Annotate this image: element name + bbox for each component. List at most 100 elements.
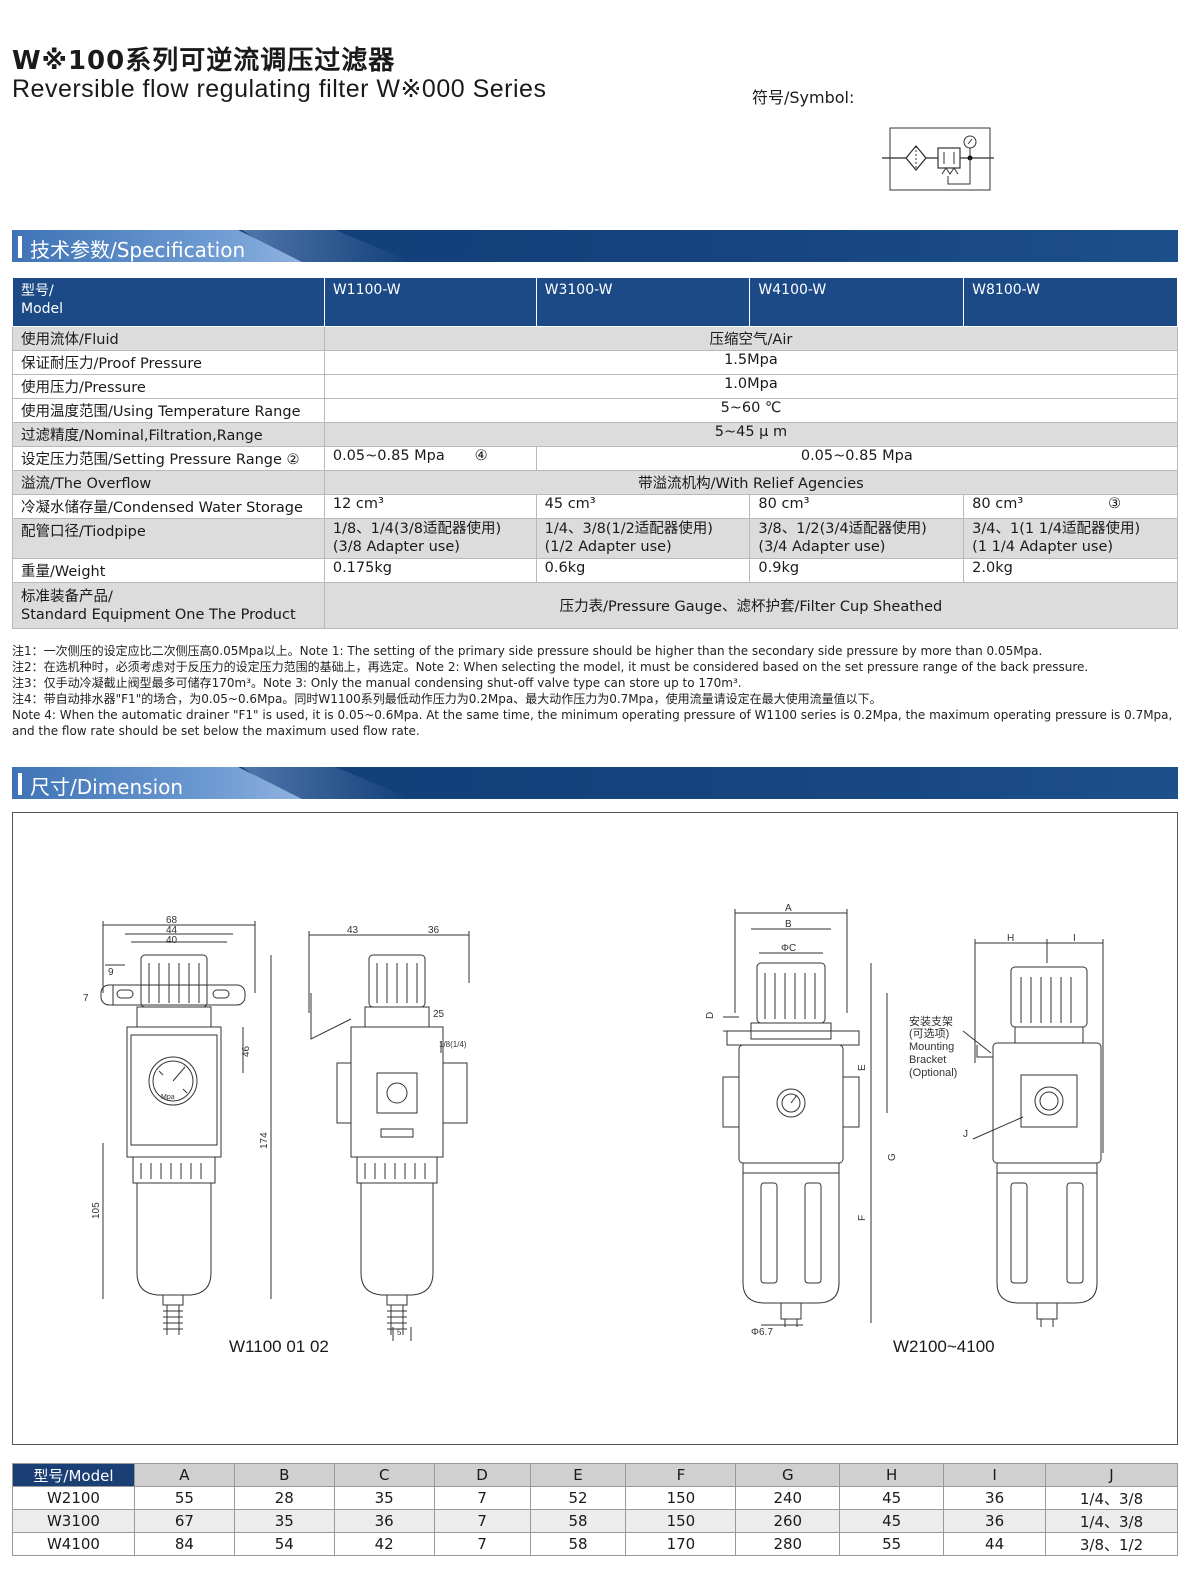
row-label: 使用温度范围/Using Temperature Range (12, 398, 325, 423)
cell: 35 (333, 1486, 435, 1510)
note-1: 注1：一次侧压的设定应比二次侧压高0.05Mpa以上。Note 1: The s… (12, 644, 1043, 658)
cell: W4100 (12, 1532, 135, 1556)
spec-row-weight: 重量/Weight 0.175kg 0.6kg 0.9kg 2.0kg (12, 558, 1178, 583)
cell: 42 (333, 1532, 435, 1556)
model-w3100: W3100-W (535, 277, 751, 327)
cell: 280 (735, 1532, 841, 1556)
water-w4100: 80 cm³ (749, 494, 965, 519)
bracket-label-en-1: Mounting (909, 1041, 954, 1053)
cell: 45 (839, 1486, 945, 1510)
dimension-drawing-frame: 68 44 40 9 7 46 174 105 Mpa (12, 812, 1178, 1445)
cell: 7 (433, 1532, 531, 1556)
title-chinese: W※100系列可逆流调压过滤器 (12, 46, 396, 76)
cell: 28 (233, 1486, 335, 1510)
dimension-section-header: 尺寸/Dimension (12, 767, 1178, 799)
water-w8100-cell: 80 cm³ ③ (963, 494, 1178, 519)
cell: W2100 (12, 1486, 135, 1510)
bracket-label-en-3: (Optional) (909, 1067, 957, 1079)
note-3: 注3：仅手动冷凝截止阀型最多可储存170m³。Note 3: Only the … (12, 676, 742, 690)
row-value-others: 0.05~0.85 Mpa (535, 446, 1179, 471)
dim-44: 44 (166, 925, 178, 936)
cell: 52 (529, 1486, 627, 1510)
dim-A: A (785, 903, 792, 914)
specification-table: 型号/ Model W1100-W W3100-W W4100-W W8100-… (12, 277, 1179, 629)
row-label: 配管口径/Tiodpipe (12, 518, 325, 559)
header-F: F (625, 1463, 737, 1487)
spec-row-standard-equipment: 标准装备产品/Standard Equipment One The Produc… (12, 582, 1179, 629)
cell: 260 (735, 1509, 841, 1533)
row-value: 带溢流机构/With Relief Agencies (323, 470, 1179, 495)
pipe-line2: (1/2 Adapter use) (544, 539, 672, 555)
cell: 36 (943, 1486, 1047, 1510)
pipe-w1100: 1/8、1/4(3/8适配器使用)(3/8 Adapter use) (323, 518, 537, 559)
dim-B: B (785, 919, 792, 930)
pipe-w4100: 3/8、1/2(3/4适配器使用)(3/4 Adapter use) (749, 518, 965, 559)
row-label: 设定压力范围/Setting Pressure Range ② (12, 446, 325, 471)
dim-68: 68 (166, 915, 178, 926)
cell: 240 (735, 1486, 841, 1510)
bracket-label-cn-2: (可选项) (909, 1027, 949, 1040)
bracket-label-en-2: Bracket (909, 1054, 946, 1066)
cell: 58 (529, 1532, 627, 1556)
model-dimension-table: 型号/Model A B C D E F G H I J W2100 55 28… (12, 1463, 1178, 1556)
cell: 7 (433, 1509, 531, 1533)
cell: 1/4、3/8 (1045, 1486, 1178, 1510)
row-value: 1.5Mpa (323, 350, 1179, 375)
symbol-label: 符号/Symbol: (752, 88, 855, 107)
dim-C: ΦC (781, 943, 796, 954)
water-w8100: 80 cm³ (972, 496, 1024, 512)
dim-I: I (1073, 933, 1076, 944)
cell: W3100 (12, 1509, 135, 1533)
standard-label-cn: 标准装备产品/ (21, 588, 113, 605)
dim-E: E (857, 1064, 868, 1071)
cell: 44 (943, 1532, 1047, 1556)
header-D: D (433, 1463, 531, 1487)
note-4-en-cont: and the flow rate should be set below th… (12, 724, 420, 738)
dim-J: J (963, 1129, 968, 1140)
w2100-side-dims: H I J 安装支架 (可选项) Mounting Bracket (Optio… (909, 933, 1076, 1140)
header-E: E (529, 1463, 627, 1487)
spec-row-filtration: 过滤精度/Nominal,Filtration,Range 5~45 μ m (12, 422, 1179, 447)
w1100-side-view (308, 931, 470, 1341)
cell: 1/4、3/8 (1045, 1509, 1178, 1533)
pipe-w8100: 3/4、1(1 1/4适配器使用)(1 1/4 Adapter use) (963, 518, 1178, 559)
dimension-section-title: 尺寸/Dimension (30, 775, 184, 799)
row-label: 溢流/The Overflow (12, 470, 325, 495)
model-w8100: W8100-W (963, 277, 1178, 327)
dim-9: 9 (108, 967, 114, 978)
model-w1100: W1100-W (323, 277, 537, 327)
weight-w1100: 0.175kg (323, 558, 537, 583)
water-w3100: 45 cm³ (535, 494, 751, 519)
table-row: W2100 55 28 35 7 52 150 240 45 36 1/4、3/… (12, 1486, 1178, 1510)
spec-row-pipe: 配管口径/Tiodpipe 1/8、1/4(3/8适配器使用)(3/8 Adap… (12, 518, 1178, 559)
note-4-cn: 注4：带自动排水器"F1"的场合，为0.05~0.6Mpa。同时W1100系列最… (12, 692, 882, 706)
header-C: C (333, 1463, 435, 1487)
row-value: 压力表/Pressure Gauge、滤杯护套/Filter Cup Sheat… (323, 582, 1179, 629)
spec-header-row: 型号/ Model W1100-W W3100-W W4100-W W8100-… (12, 277, 1178, 327)
cell: 170 (625, 1532, 737, 1556)
spec-row-overflow: 溢流/The Overflow 带溢流机构/With Relief Agenci… (12, 470, 1179, 495)
cell: 3/8、1/2 (1045, 1532, 1178, 1556)
pipe-line2: (1 1/4 Adapter use) (972, 539, 1114, 555)
setting-value-w1100: 0.05~0.85 Mpa (332, 448, 445, 464)
row-label: 保证耐压力/Proof Pressure (12, 350, 325, 375)
spec-row-fluid: 使用流体/Fluid 压缩空气/Air (12, 326, 1179, 351)
header-H: H (839, 1463, 945, 1487)
cell: 67 (133, 1509, 235, 1533)
cell: 36 (943, 1509, 1047, 1533)
row-value-w1100: 0.05~0.85 Mpa ④ (323, 446, 537, 471)
model-table-header: 型号/Model A B C D E F G H I J (12, 1463, 1178, 1487)
model-header-cell: 型号/ Model (12, 277, 325, 327)
weight-w4100: 0.9kg (749, 558, 965, 583)
cell: 150 (625, 1486, 737, 1510)
cell: 45 (839, 1509, 945, 1533)
pipe-line1: 1/4、3/8(1/2适配器使用) (544, 521, 713, 537)
pipe-line2: (3/4 Adapter use) (758, 539, 886, 555)
row-value: 5~60 ℃ (323, 398, 1179, 423)
notes-block: 注1：一次侧压的设定应比二次侧压高0.05Mpa以上。Note 1: The s… (12, 643, 1182, 739)
dim-phi-6-7: Φ6.7 (751, 1327, 773, 1338)
dim-5: 5 (397, 1328, 402, 1337)
cell: 55 (839, 1532, 945, 1556)
header-B: B (233, 1463, 335, 1487)
row-value: 5~45 μ m (323, 422, 1179, 447)
